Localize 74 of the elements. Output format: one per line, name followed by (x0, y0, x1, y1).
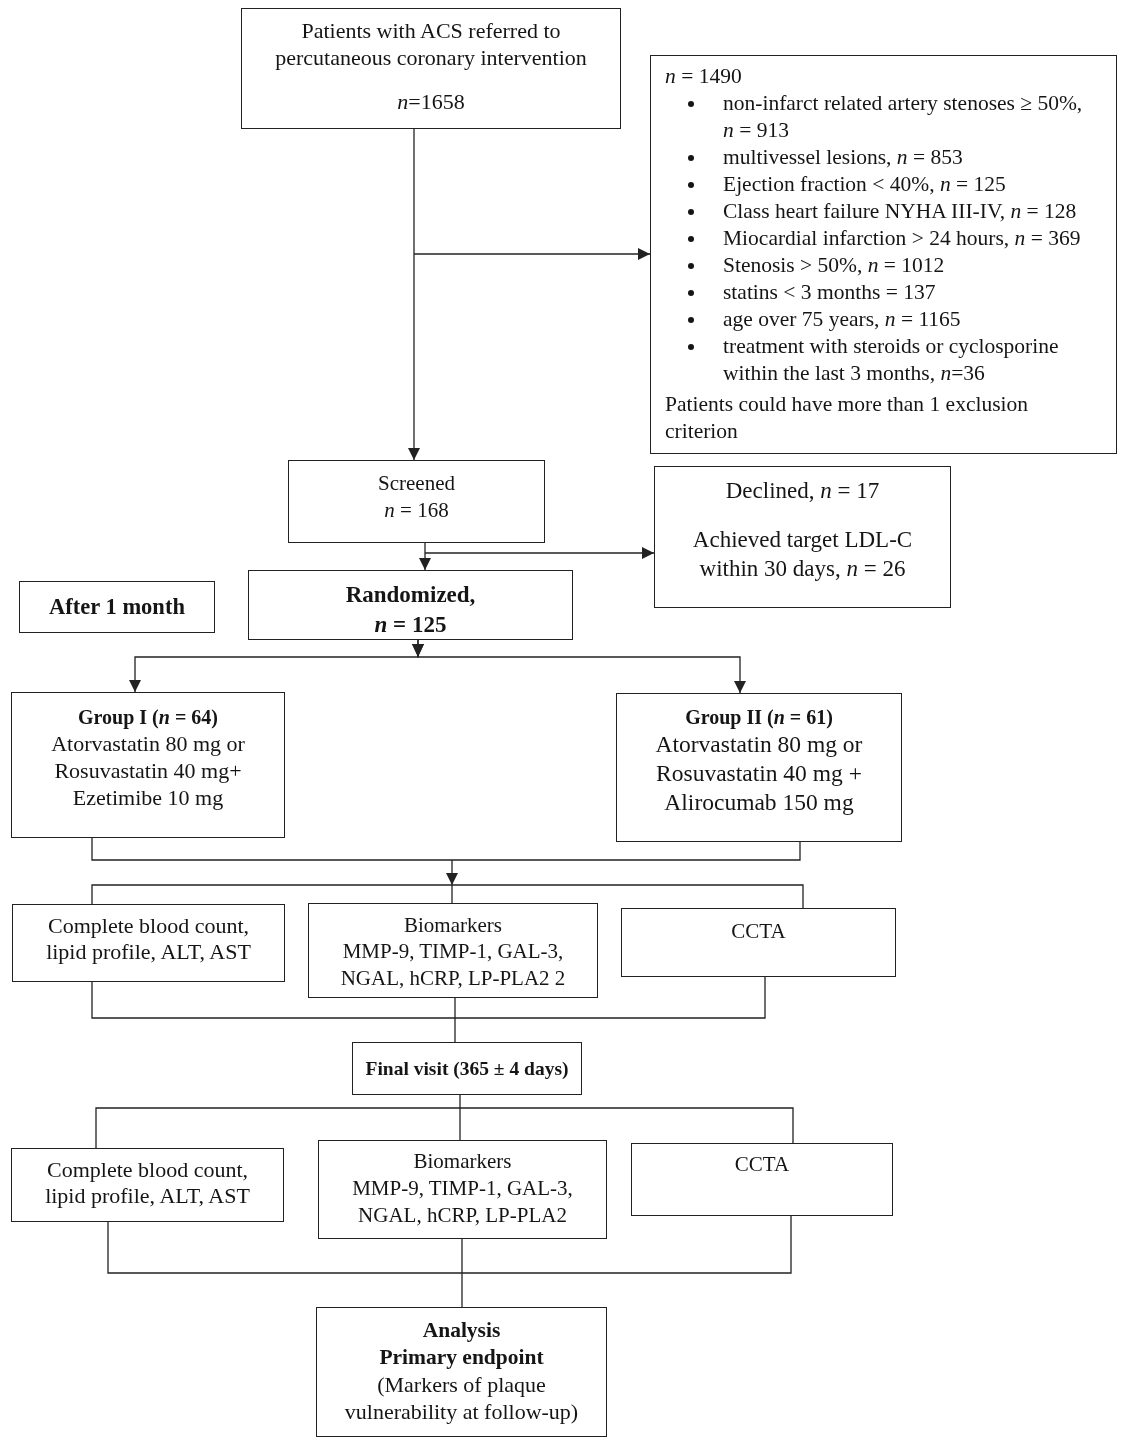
connector-line (454, 1017, 456, 1043)
box-heading: Biomarkers (413, 1148, 512, 1175)
connector-line (413, 128, 415, 255)
assessment-box (11, 1148, 284, 1222)
box-heading: Group I (n = 64) (78, 705, 218, 730)
criterion-text: Miocardial infarction > 24 hours, n = 369 (723, 225, 1081, 252)
criterion-text: Ejection fraction < 40%, n = 125 (723, 171, 1006, 198)
box-text: Achieved target LDL-C within 30 days, n = 26 (691, 526, 914, 583)
exclusion-box (650, 55, 1117, 454)
count-text: n=1658 (397, 88, 465, 115)
connector-line (451, 884, 804, 909)
box-text: MMP-9, TIMP-1, GAL-3, NGAL, hCRP, LP-PLA2 (351, 1175, 574, 1229)
connector-line (424, 542, 426, 554)
box-text: Screened n = 168 (377, 470, 456, 524)
connector-line (461, 1215, 792, 1274)
box-heading: Final visit (365 ± 4 days) (365, 1056, 569, 1081)
connector-line (91, 981, 456, 1019)
connector-arrow (419, 552, 431, 571)
count-text: n = 1490 (665, 63, 742, 90)
box-heading: Group II (n = 61) (685, 705, 833, 730)
criterion-text: age over 75 years, n = 1165 (723, 306, 961, 333)
box-heading: Analysis (422, 1317, 501, 1344)
connector-arrow (413, 248, 651, 260)
connector-line (461, 1238, 463, 1274)
criterion-text: treatment with steroids or cyclosporine within the last 3 months, n=36 (723, 333, 1060, 387)
connector-arrow (412, 639, 746, 694)
exclusion-box (654, 466, 951, 608)
process-box (248, 570, 573, 640)
box-text: Complete blood count, lipid profile, ALT, AST (45, 913, 252, 965)
connector-line (454, 997, 456, 1019)
box-text: CCTA (731, 918, 786, 944)
connector-arrow (424, 547, 655, 559)
timepoint-box (19, 581, 215, 633)
assessment-box (12, 904, 285, 982)
box-heading: After 1 month (49, 594, 185, 620)
box-heading: Biomarkers (404, 912, 502, 938)
connector-arrow (408, 253, 420, 461)
connector-line (451, 841, 801, 861)
note-text: Patients could have more than 1 exclusion criterion (665, 391, 1030, 445)
timepoint-box (352, 1042, 582, 1095)
connector-line (91, 837, 453, 861)
box-heading: Randomized, n = 125 (344, 581, 477, 639)
connector-line (451, 884, 453, 904)
box-text: Declined, n = 17 (725, 477, 880, 505)
assessment-box (631, 1143, 893, 1216)
assessment-box (318, 1140, 607, 1239)
connector-line (461, 1272, 463, 1308)
connector-line (95, 1107, 461, 1149)
assessment-box (308, 903, 598, 998)
group-box (11, 692, 285, 838)
assessment-box (621, 908, 896, 977)
treatment-text: Atorvastatin 80 mg or Rosuvastatin 40 mg + Alirocumab 150 mg (654, 730, 864, 817)
criterion-text: multivessel lesions, n = 853 (723, 144, 963, 171)
connector-line (459, 1107, 794, 1144)
connector-arrow (446, 859, 458, 886)
connector-line (107, 1221, 463, 1274)
connector-line (91, 884, 453, 905)
box-text: CCTA (734, 1151, 790, 1177)
criterion-text: Stenosis > 50%, n = 1012 (723, 252, 945, 279)
box-text: Complete blood count, lipid profile, ALT, AST (44, 1157, 251, 1209)
connector-line (459, 1107, 461, 1141)
criterion-text: statins < 3 months = 137 (723, 279, 936, 306)
treatment-text: Atorvastatin 80 mg or Rosuvastatin 40 mg+ Ezetimibe 10 mg (50, 730, 246, 811)
process-box (288, 460, 545, 543)
box-text: MMP-9, TIMP-1, GAL-3, NGAL, hCRP, LP-PLA2 2 (339, 938, 567, 992)
process-box (241, 8, 621, 129)
connector-line (459, 1094, 461, 1109)
outcome-box (316, 1307, 607, 1437)
box-text: (Markers of plaque vulnerability at follow-up) (343, 1371, 580, 1425)
box-text: Patients with ACS referred to percutaneous coronary intervention (274, 17, 588, 71)
box-heading: Primary endpoint (379, 1344, 544, 1371)
criterion-text: Class heart failure NYHA III-IV, n = 128 (723, 198, 1077, 225)
group-box (616, 693, 902, 842)
connector-line (454, 976, 766, 1019)
